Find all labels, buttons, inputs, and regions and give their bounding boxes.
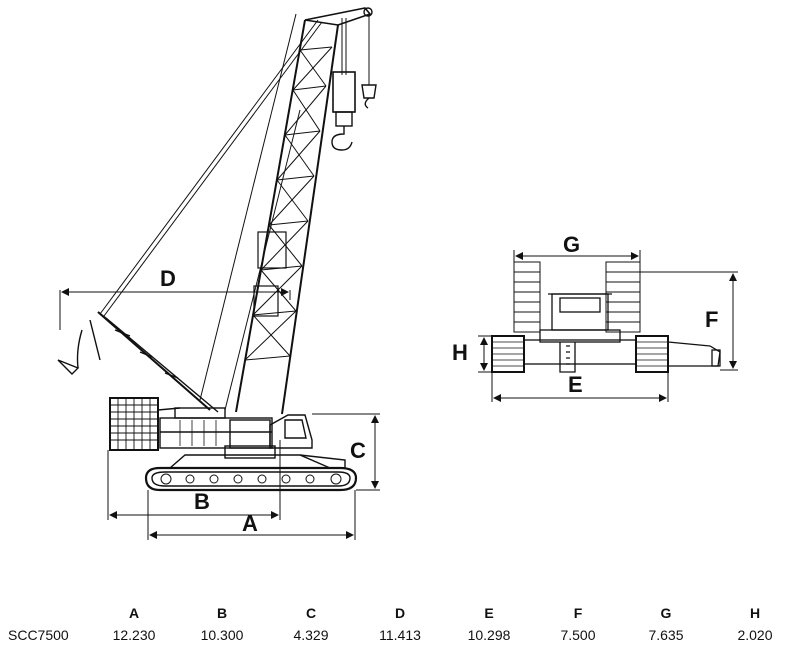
crane-side-view <box>57 7 377 492</box>
value-a: 12.230 <box>112 627 156 643</box>
crane-rear-view <box>491 261 721 373</box>
col-header-g: G <box>660 605 672 621</box>
side-dimensions <box>59 288 380 540</box>
crawler-track <box>144 445 358 492</box>
pendant-lines <box>99 13 323 411</box>
boom-head <box>304 7 373 85</box>
value-g: 7.635 <box>648 627 684 643</box>
dim-label-h: H <box>452 340 468 365</box>
dim-label-e: E <box>568 372 583 397</box>
main-boom <box>235 19 339 415</box>
dim-label-b: B <box>194 489 210 514</box>
dim-label-f: F <box>705 307 718 332</box>
col-header-b: B <box>216 605 228 621</box>
mast <box>57 311 219 413</box>
col-header-h: H <box>749 605 761 621</box>
hook-block-main <box>331 71 356 151</box>
rear-dimensions <box>478 250 738 402</box>
counterweight <box>109 397 181 451</box>
dim-label-d: D <box>160 266 176 291</box>
value-e: 10.298 <box>467 627 511 643</box>
col-header-f: F <box>573 605 583 621</box>
value-f: 7.500 <box>560 627 596 643</box>
value-b: 10.300 <box>200 627 244 643</box>
col-header-e: E <box>484 605 494 621</box>
spec-header-row: A B C D E F G H <box>0 603 800 625</box>
dim-label-g: G <box>563 232 580 257</box>
spec-table: A B C D E F G H SCC7500 12.230 10.300 4.… <box>0 595 800 645</box>
superstructure <box>159 407 313 449</box>
hook-block-aux <box>361 84 377 109</box>
col-header-a: A <box>128 605 140 621</box>
col-header-c: C <box>305 605 317 621</box>
spec-value-row: SCC7500 12.230 10.300 4.329 11.413 10.29… <box>0 625 800 647</box>
value-h: 2.020 <box>737 627 773 643</box>
col-header-d: D <box>394 605 406 621</box>
dim-label-a: A <box>242 511 258 536</box>
value-c: 4.329 <box>293 627 329 643</box>
crane-dimension-drawing: B A C D <box>57 7 738 540</box>
value-d: 11.413 <box>379 627 421 643</box>
dim-label-c: C <box>350 438 366 463</box>
model-name: SCC7500 <box>8 627 69 643</box>
